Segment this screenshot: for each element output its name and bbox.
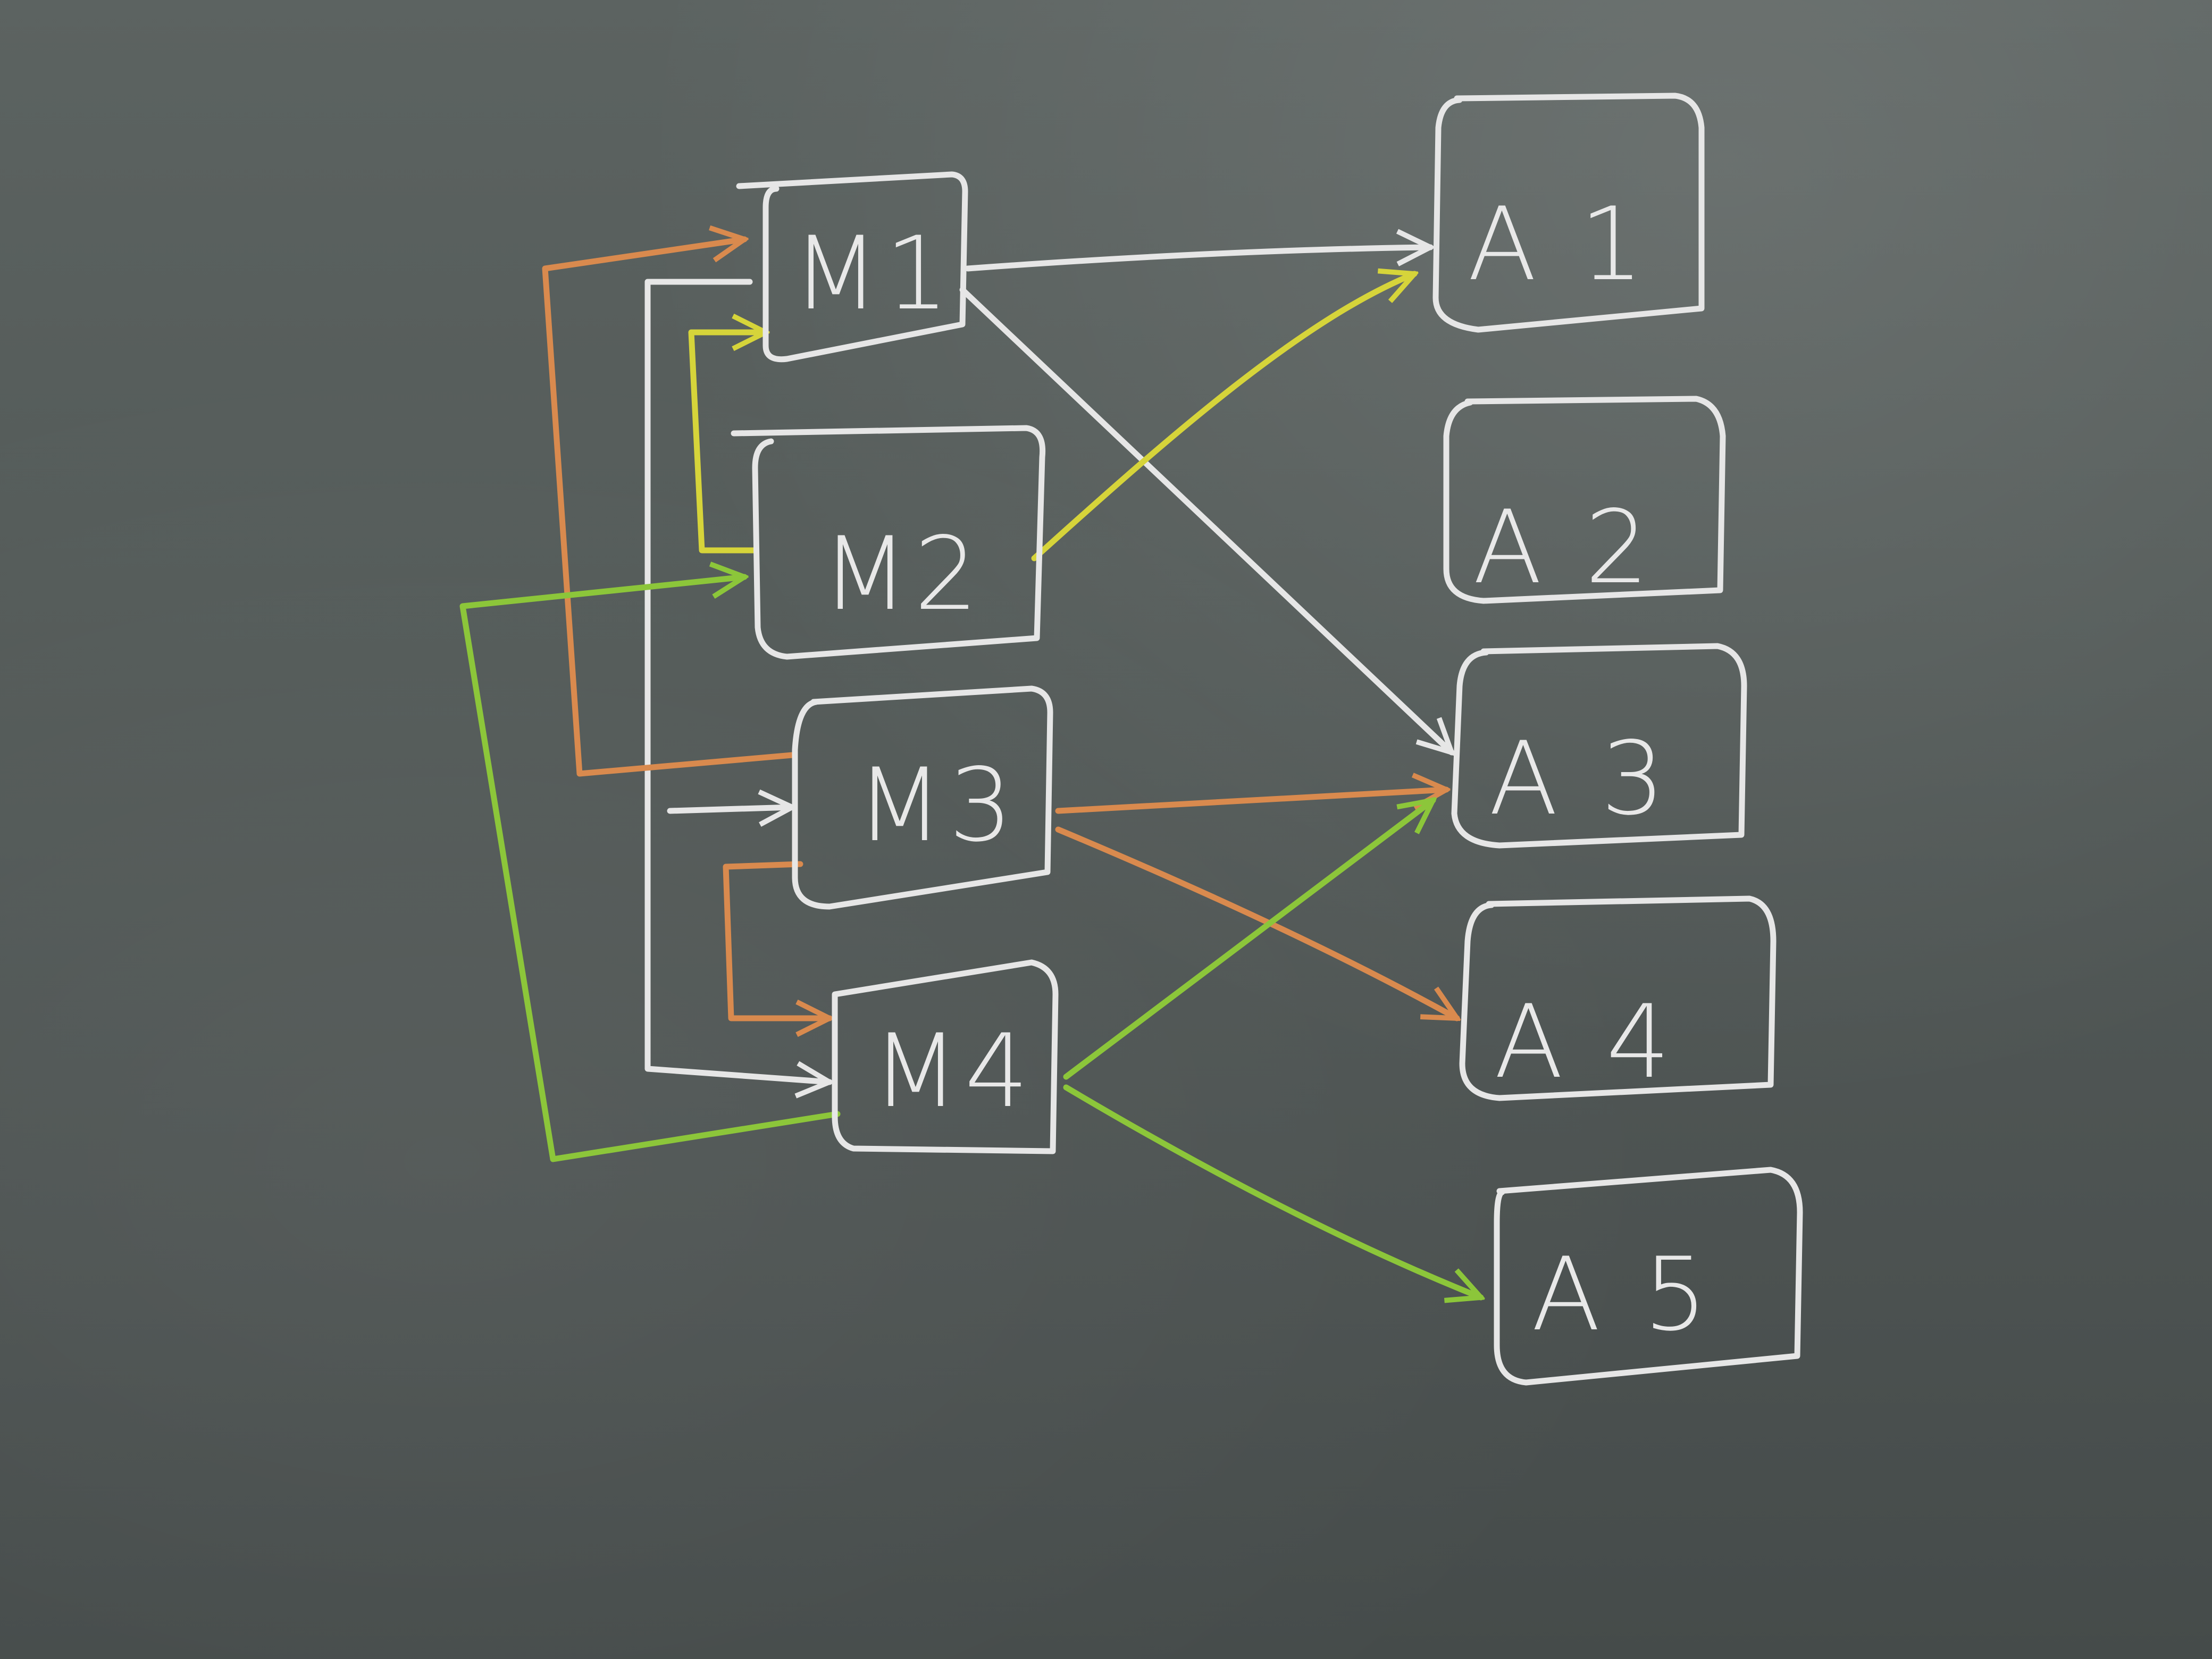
edge-M3-A3	[1055, 790, 1446, 814]
node-M4: M4	[832, 959, 1059, 1154]
edge-M4-M2	[459, 577, 841, 1162]
node-A4-label: A 4	[1494, 983, 1675, 1101]
edge-M3-A4	[1055, 826, 1457, 1021]
edge-M3-M4	[723, 861, 830, 1018]
edge-M2-A1	[1031, 274, 1414, 562]
edge-M2-M1	[688, 332, 766, 554]
node-M4-label: M4	[872, 1012, 1034, 1130]
node-A2-label: A 2	[1473, 489, 1654, 606]
edge-M1-A1	[965, 247, 1430, 272]
edge-M1-M3	[667, 807, 792, 811]
node-M3-label: M3	[856, 747, 1018, 864]
node-M1-label: M1	[792, 215, 954, 332]
edge-M4-A3	[1063, 800, 1433, 1080]
edge-M1-M4	[644, 279, 830, 1082]
node-A5-label: A 5	[1531, 1236, 1713, 1353]
node-A1-label: A 1	[1468, 186, 1649, 303]
node-A3: A 3	[1451, 643, 1747, 849]
node-A1: A 1	[1432, 93, 1705, 333]
edge-M1-A3	[959, 287, 1452, 752]
node-M3: M3	[792, 685, 1053, 910]
edge-M4-A5	[1063, 1084, 1481, 1297]
node-A3-label: A 3	[1489, 720, 1670, 837]
node-M2-label: M2	[822, 515, 984, 633]
node-A5: A 5	[1494, 1167, 1803, 1386]
edge-M3-M1	[542, 239, 795, 777]
node-M1: M1	[736, 171, 968, 363]
node-A4: A 4	[1459, 895, 1777, 1101]
node-A2: A 2	[1443, 396, 1726, 606]
node-M2: M2	[731, 425, 1046, 660]
